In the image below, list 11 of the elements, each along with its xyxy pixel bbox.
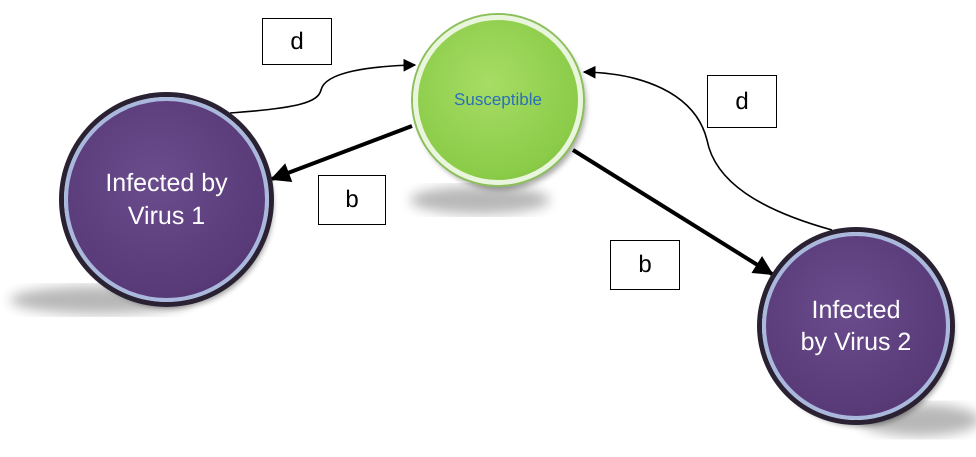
edge-label: b xyxy=(610,240,680,290)
edge-label: b xyxy=(318,175,386,225)
arrow xyxy=(582,66,832,231)
edge-label: d xyxy=(707,75,777,128)
arrow xyxy=(572,148,774,276)
arrow xyxy=(270,124,413,182)
arrow xyxy=(230,58,416,114)
state-label: Susceptible xyxy=(454,90,542,110)
state-label: Infected by Virus 1 xyxy=(104,168,229,232)
state-label: Infected by Virus 2 xyxy=(800,294,912,358)
edge-label: d xyxy=(262,18,332,65)
